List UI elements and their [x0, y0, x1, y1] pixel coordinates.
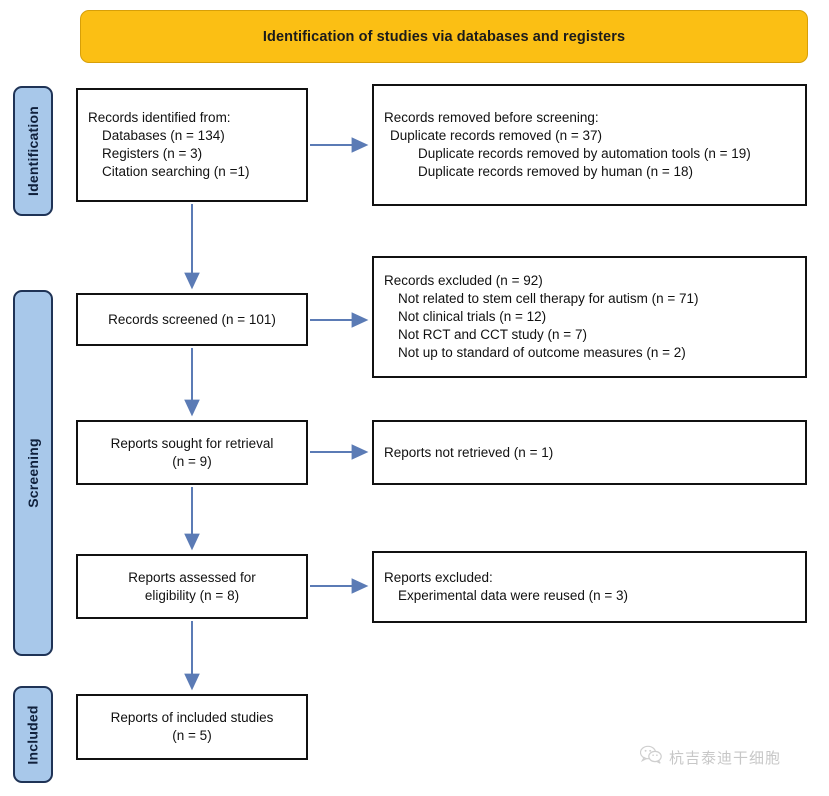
box-line: Reports assessed for [128, 569, 256, 585]
box-records-screened: Records screened (n = 101) [76, 293, 308, 346]
stage-tab-identification: Identification [13, 86, 53, 216]
stage-tab-screening: Screening [13, 290, 53, 656]
box-line: Duplicate records removed by automation … [418, 146, 751, 161]
box-line: Reports of included studies [110, 710, 274, 726]
box-reports-of-included-studies: Reports of included studies (n = 5) [76, 694, 308, 760]
box-records-excluded: Records excluded (n = 92) Not related to… [372, 256, 807, 378]
box-reports-not-retrieved: Reports not retrieved (n = 1) [372, 420, 807, 485]
diagram-title: Identification of studies via databases … [262, 28, 626, 45]
box-line: Reports excluded: [384, 570, 493, 586]
box-reports-sought-for-retrieval: Reports sought for retrieval (n = 9) [76, 420, 308, 485]
box-records-identified: Records identified from: Databases (n = … [76, 88, 308, 202]
box-line: Reports not retrieved (n = 1) [384, 444, 554, 460]
box-line: eligibility (n = 8) [144, 587, 240, 603]
box-line: Records screened (n = 101) [108, 311, 276, 327]
stage-tab-included: Included [13, 686, 53, 783]
watermark-text: 杭吉泰迪干细胞 [669, 748, 782, 767]
box-reports-assessed-for-eligibility: Reports assessed for eligibility (n = 8) [76, 554, 308, 619]
box-line: Databases (n = 134) [102, 128, 225, 144]
box-line: Not up to standard of outcome measures (… [398, 344, 686, 360]
box-line: Not clinical trials (n = 12) [398, 309, 547, 325]
wechat-icon [639, 745, 662, 769]
box-line: Experimental data were reused (n = 3) [398, 588, 628, 603]
box-line: Records identified from: [88, 110, 231, 126]
box-line: (n = 5) [172, 728, 212, 743]
watermark: 杭吉泰迪干细胞 [639, 745, 782, 769]
box-line: Records removed before screening: [384, 110, 599, 126]
box-line: Not RCT and CCT study (n = 7) [398, 326, 587, 342]
box-line: Reports sought for retrieval [110, 435, 274, 451]
box-line: Registers (n = 3) [102, 146, 203, 161]
box-line: Citation searching (n =1) [102, 163, 250, 179]
box-line: Duplicate records removed (n = 37) [390, 128, 602, 144]
box-reports-excluded: Reports excluded: Experimental data were… [372, 551, 807, 623]
box-records-removed-before-screening: Records removed before screening: Duplic… [372, 84, 807, 206]
box-line: Not related to stem cell therapy for aut… [398, 291, 699, 307]
box-line: Duplicate records removed by human (n = … [418, 163, 694, 179]
box-line: (n = 9) [172, 453, 212, 469]
box-line: Records excluded (n = 92) [384, 273, 543, 289]
diagram-header-banner: Identification of studies via databases … [80, 10, 808, 63]
